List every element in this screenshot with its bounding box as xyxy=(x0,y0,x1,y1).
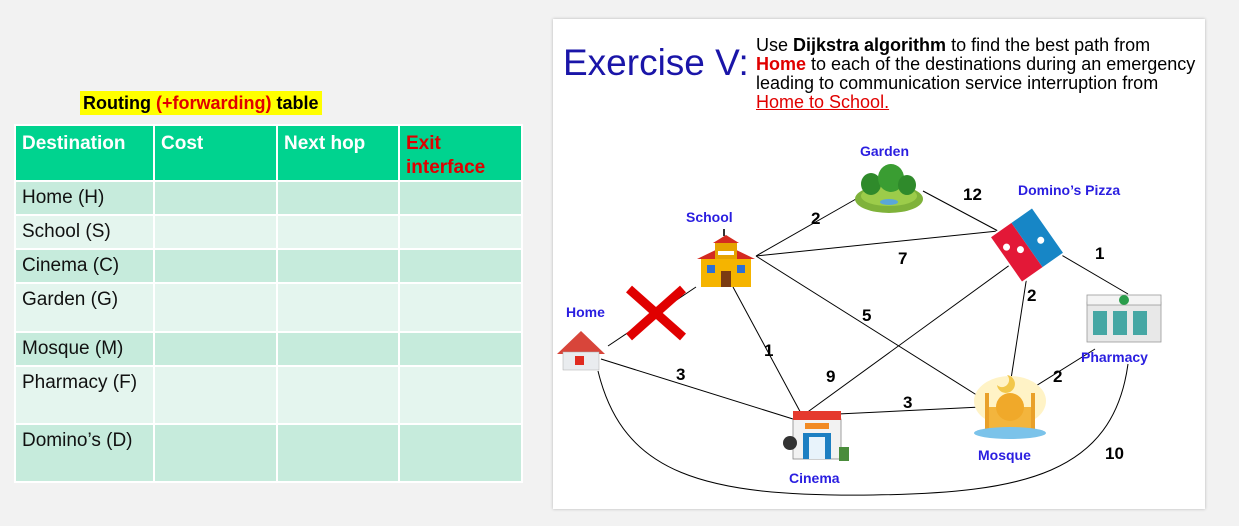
instructions-text-3: to each of the destinations during an em… xyxy=(756,54,1196,93)
row-next-hop[interactable] xyxy=(276,331,400,367)
node-label-cinema: Cinema xyxy=(789,470,840,486)
row-exit-interface[interactable] xyxy=(398,180,523,216)
cinema-icon xyxy=(783,411,849,461)
edge-home-cinema xyxy=(600,358,794,420)
exercise-slide: Exercise V: Use Dijkstra algorithm to fi… xyxy=(553,19,1205,509)
weight-garden-dominos: 12 xyxy=(963,185,982,204)
table-header-row: Destination Cost Next hop Exit interface xyxy=(14,124,523,182)
row-cost[interactable] xyxy=(153,248,278,284)
node-label-mosque: Mosque xyxy=(978,447,1031,463)
header-cost: Cost xyxy=(153,124,278,182)
node-label-home: Home xyxy=(566,304,605,320)
pharmacy-icon xyxy=(1086,294,1162,343)
row-next-hop[interactable] xyxy=(276,423,400,483)
row-cost[interactable] xyxy=(153,180,278,216)
instructions-home-to-school: Home to School. xyxy=(756,92,890,112)
row-destination: Domino’s (D) xyxy=(14,423,155,483)
edge-cinema-mosque xyxy=(837,406,982,415)
row-exit-interface[interactable] xyxy=(398,331,523,367)
edge-garden-dominos xyxy=(922,190,999,232)
row-cost[interactable] xyxy=(153,331,278,367)
weight-dominos-pharmacy: 1 xyxy=(1095,244,1104,263)
exercise-instructions: Use Dijkstra algorithm to find the best … xyxy=(756,36,1196,112)
school-icon xyxy=(697,229,755,287)
row-exit-interface[interactable] xyxy=(398,423,523,483)
weight-school-mosque: 5 xyxy=(862,306,871,325)
weight-mosque-pharmacy: 2 xyxy=(1053,367,1062,386)
row-destination: Home (H) xyxy=(14,180,155,216)
row-next-hop[interactable] xyxy=(276,248,400,284)
row-next-hop[interactable] xyxy=(276,365,400,425)
garden-icon xyxy=(855,164,923,213)
row-next-hop[interactable] xyxy=(276,282,400,333)
weight-cinema-mosque: 3 xyxy=(903,393,912,412)
table-row: Mosque (M) xyxy=(14,331,523,367)
weight-school-cinema: 1 xyxy=(764,341,773,360)
row-exit-interface[interactable] xyxy=(398,282,523,333)
row-destination: Cinema (C) xyxy=(14,248,155,284)
table-row: Cinema (C) xyxy=(14,248,523,284)
table-row: Pharmacy (F) xyxy=(14,365,523,425)
edge-dominos-mosque xyxy=(1010,268,1029,380)
row-destination: Pharmacy (F) xyxy=(14,365,155,425)
mosque-icon xyxy=(974,375,1046,439)
row-exit-interface[interactable] xyxy=(398,365,523,425)
header-destination: Destination xyxy=(14,124,155,182)
instructions-text-1: Use xyxy=(756,35,794,55)
broken-link-x-icon xyxy=(626,285,686,341)
row-destination: Garden (G) xyxy=(14,282,155,333)
weight-school-garden: 2 xyxy=(811,209,820,228)
edge-cinema-dominos xyxy=(797,258,1019,420)
row-next-hop[interactable] xyxy=(276,214,400,250)
edge-home-pharmacy xyxy=(597,363,1129,496)
instructions-text-2: to find the best path from xyxy=(946,35,1151,55)
weight-cinema-dominos: 9 xyxy=(826,367,835,386)
table-row: School (S) xyxy=(14,214,523,250)
network-graph: Home School Garden Domino’s Pizza Pharma… xyxy=(557,143,1162,496)
row-cost[interactable] xyxy=(153,214,278,250)
row-cost[interactable] xyxy=(153,365,278,425)
edge-school-cinema xyxy=(732,286,804,418)
row-next-hop[interactable] xyxy=(276,180,400,216)
routing-table: Destination Cost Next hop Exit interface… xyxy=(14,124,523,483)
table-row: Domino’s (D) xyxy=(14,423,523,483)
weight-school-dominos: 7 xyxy=(898,249,907,268)
edge-school-dominos xyxy=(755,230,999,257)
table-row: Home (H) xyxy=(14,180,523,216)
row-destination: Mosque (M) xyxy=(14,331,155,367)
row-cost[interactable] xyxy=(153,423,278,483)
instructions-home: Home xyxy=(756,54,807,74)
table-title-suffix: table xyxy=(271,93,319,113)
weight-home-cinema: 3 xyxy=(676,365,685,384)
header-next-hop: Next hop xyxy=(276,124,400,182)
exercise-title: Exercise V: xyxy=(563,42,749,83)
table-row: Garden (G) xyxy=(14,282,523,333)
weight-dominos-mosque: 2 xyxy=(1027,286,1036,305)
edge-school-garden xyxy=(755,198,857,257)
node-label-dominos: Domino’s Pizza xyxy=(1018,182,1120,198)
row-exit-interface[interactable] xyxy=(398,214,523,250)
home-icon xyxy=(557,331,605,371)
edge-school-mosque xyxy=(755,255,984,400)
node-label-school: School xyxy=(686,209,733,225)
weight-home-pharmacy: 10 xyxy=(1105,444,1124,463)
row-cost[interactable] xyxy=(153,282,278,333)
table-title-prefix: Routing xyxy=(83,93,156,113)
edge-dominos-pharmacy xyxy=(1057,252,1129,295)
dominos-logo-icon xyxy=(988,205,1066,285)
routing-table-title: Routing (+forwarding) table xyxy=(80,91,322,115)
node-label-pharmacy: Pharmacy xyxy=(1081,349,1148,365)
table-title-highlight: (+forwarding) xyxy=(155,93,272,113)
instructions-algorithm: Dijkstra algorithm xyxy=(793,35,947,55)
row-exit-interface[interactable] xyxy=(398,248,523,284)
node-label-garden: Garden xyxy=(860,143,909,159)
header-exit-interface: Exit interface xyxy=(398,124,523,182)
row-destination: School (S) xyxy=(14,214,155,250)
